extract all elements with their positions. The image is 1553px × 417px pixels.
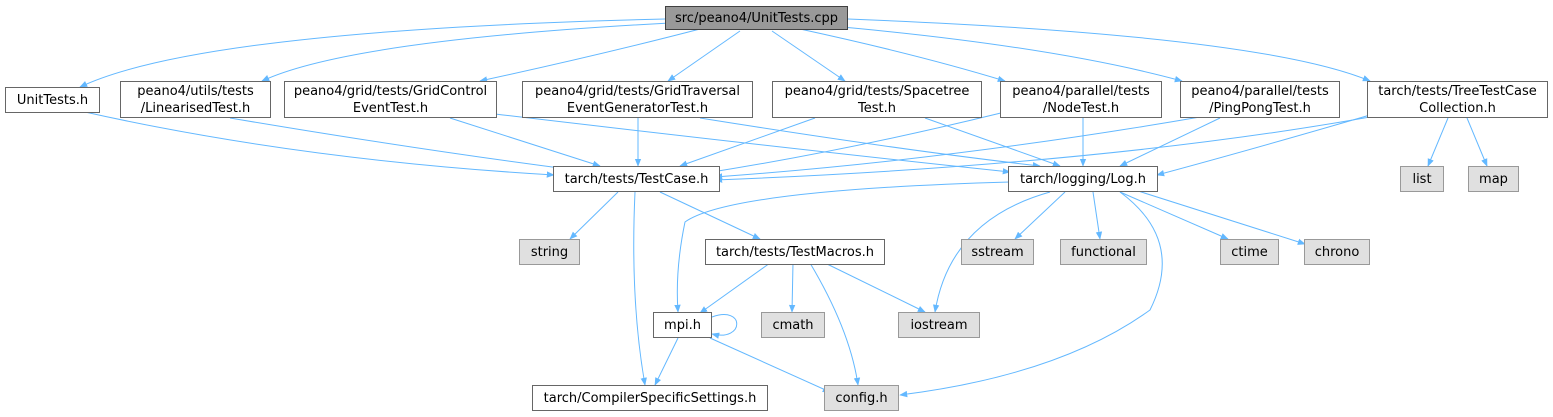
edge-mpi-self [711,314,738,339]
edge-testmacros-config [809,262,861,386]
node-linearised-test[interactable]: peano4/utils/tests /LinearisedTest.h [120,81,271,118]
edge-testcase-testmacros [659,191,761,240]
node-chrono: chrono [1304,239,1370,265]
edge-root-treetest [847,18,1371,82]
edge-log-mpi [674,181,1011,313]
edge-pingpong-log [1119,117,1221,167]
edge-mpi-compiler [654,337,679,386]
edge-linearised-testcase [229,117,576,173]
edge-testmacros-mpi [699,262,771,314]
node-mpi-h[interactable]: mpi.h [653,312,712,338]
edge-root-gridcontrol [479,28,701,83]
edge-gridcontrol-testcase [449,117,601,167]
node-config-h: config.h [824,385,899,411]
edge-spacetree-log [924,117,1061,167]
edge-log-ctime [1119,191,1229,240]
node-unittests-h[interactable]: UnitTests.h [5,87,100,113]
edge-gridcontrol-log [494,113,1011,175]
edge-log-chrono [1134,189,1306,245]
node-map: map [1468,166,1519,192]
edge-treetest-list [1427,117,1449,167]
node-root-unittests-cpp[interactable]: src/peano4/UnitTests.cpp [665,6,848,30]
node-gridcontrol-event-test[interactable]: peano4/grid/tests/GridControl EventTest.… [284,81,497,118]
node-tree-test-case-collection[interactable]: tarch/tests/TreeTestCase Collection.h [1367,81,1548,118]
node-functional: functional [1060,239,1147,265]
edge-root-gridtraversal [667,30,741,82]
edge-unittests-h-testcase [84,111,555,178]
node-parallel-node-test[interactable]: peano4/parallel/tests /NodeTest.h [1000,81,1162,118]
edge-testmacros-iostream [824,262,926,313]
node-parallel-pingpong-test[interactable]: peano4/parallel/tests /PingPongTest.h [1180,81,1340,118]
edge-log-functional [1092,191,1103,240]
node-testcase-h[interactable]: tarch/tests/TestCase.h [553,166,720,192]
node-testmacros-h[interactable]: tarch/tests/TestMacros.h [705,239,885,265]
edge-root-nodetest [799,28,1006,82]
node-compiler-specific-settings-h[interactable]: tarch/CompilerSpecificSettings.h [532,385,768,411]
edge-log-config [899,191,1163,398]
edge-pingpong-testcase [714,116,1201,180]
edge-gridtraversal-log [699,117,1041,169]
edge-testcase-string [569,191,619,240]
edge-testcase-compiler [633,191,647,386]
node-logging-log-h[interactable]: tarch/logging/Log.h [1008,166,1158,192]
node-iostream: iostream [898,312,980,338]
node-cmath: cmath [761,312,825,338]
edge-spacetree-testcase [679,117,816,167]
edge-log-sstream [1014,191,1066,240]
edge-root-spacetree [771,30,846,82]
edge-treetest-map [1466,117,1488,167]
edge-testmacros-cmath [788,262,796,313]
node-list: list [1400,166,1444,192]
node-ctime: ctime [1220,239,1279,265]
node-string: string [519,239,580,265]
edge-mpi-config [709,337,831,393]
edge-log-iostream [933,191,1051,313]
edge-nodetest-testcase [711,111,1006,175]
node-spacetree-test[interactable]: peano4/grid/tests/Spacetree Test.h [772,81,982,118]
edge-treetest-log [1156,114,1371,177]
edge-root-unittests-h [79,18,666,88]
node-sstream: sstream [961,239,1034,265]
edge-root-pingpong [819,24,1183,83]
node-gridtraversal-event-generator-test[interactable]: peano4/grid/tests/GridTraversal EventGen… [522,81,753,118]
edge-root-linearised [261,22,671,82]
edge-treetest-testcase [714,116,1371,183]
